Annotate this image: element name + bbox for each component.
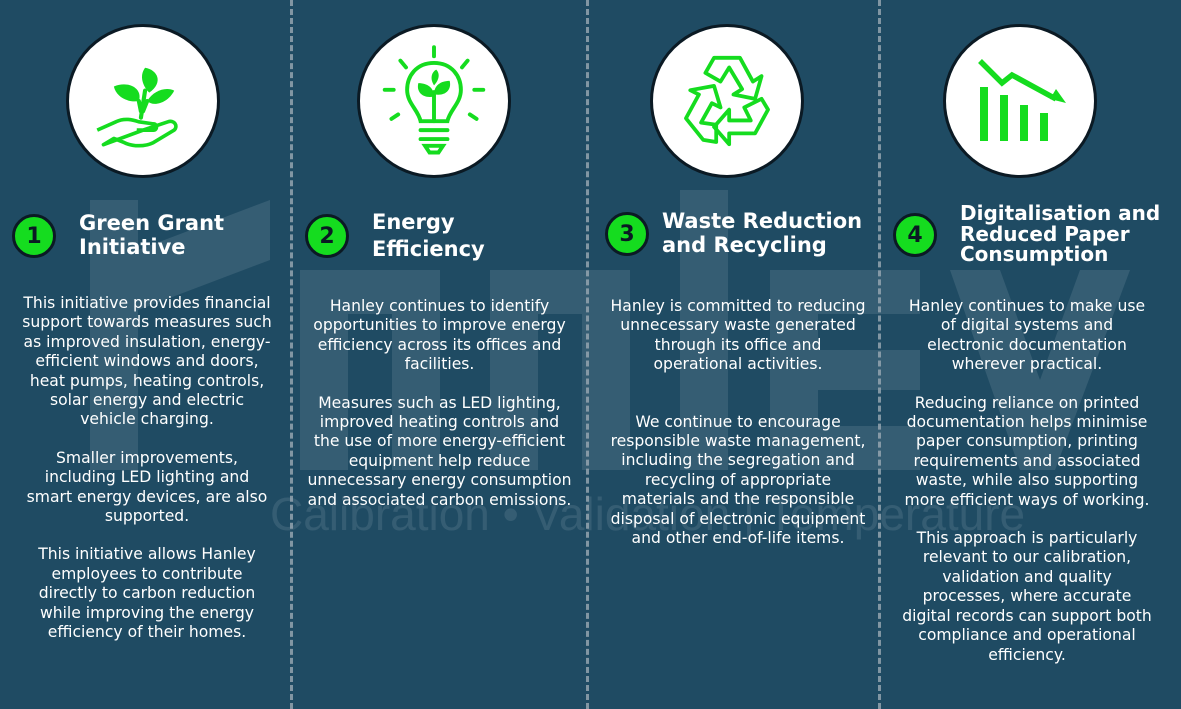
column-body: Hanley continues to identify opportuniti… bbox=[307, 297, 572, 510]
column-title: Green Grant Initiative bbox=[79, 211, 224, 259]
title-line: Energy bbox=[372, 210, 455, 234]
icon-circle bbox=[943, 24, 1097, 178]
step-number-badge: 1 bbox=[12, 214, 56, 258]
title-line: Consumption bbox=[960, 242, 1109, 266]
paragraph: Hanley continues to make use of digital … bbox=[908, 297, 1146, 374]
title-line: Efficiency bbox=[372, 237, 485, 261]
title-line: Reduced Paper bbox=[960, 221, 1130, 246]
title-line: Green Grant bbox=[79, 211, 225, 235]
plant-in-hand-icon bbox=[96, 67, 178, 148]
column-body: This initiative provides financial suppo… bbox=[22, 294, 272, 643]
title-line: and Recycling bbox=[662, 233, 827, 257]
paragraph: This initiative allows Hanley employees … bbox=[38, 545, 256, 642]
title-line: Initiative bbox=[79, 235, 186, 259]
step-number-badge: 4 bbox=[893, 213, 937, 257]
paragraph: This approach is particularly relevant t… bbox=[902, 529, 1152, 664]
paragraph: Reducing reliance on printed documentati… bbox=[904, 393, 1150, 509]
icon-circle bbox=[650, 24, 804, 178]
icon-circle bbox=[357, 24, 511, 178]
declining-chart-icon bbox=[978, 59, 1066, 141]
title-line: Digitalisation and bbox=[960, 201, 1161, 225]
paragraph: Smaller improvements, including LED ligh… bbox=[26, 448, 268, 526]
recycle-icon bbox=[684, 55, 770, 147]
column-divider bbox=[290, 0, 293, 709]
column-title: Energy Efficiency bbox=[372, 210, 485, 261]
column-waste-reduction: 3 Waste Reduction and Recycling Hanley i… bbox=[589, 0, 878, 709]
column-divider bbox=[878, 0, 881, 709]
column-title: Digitalisation and Reduced Paper Consump… bbox=[960, 203, 1160, 265]
paragraph: Hanley continues to identify opportuniti… bbox=[313, 297, 566, 374]
column-energy-efficiency: 2 Energy Efficiency Hanley continues to … bbox=[293, 0, 586, 709]
column-divider bbox=[586, 0, 589, 709]
column-digitalisation: 4 Digitalisation and Reduced Paper Consu… bbox=[881, 0, 1181, 709]
column-title: Waste Reduction and Recycling bbox=[662, 209, 862, 257]
eco-lightbulb-icon bbox=[382, 45, 486, 155]
column-body: Hanley is committed to reducing unnecess… bbox=[609, 297, 867, 548]
step-number-badge: 3 bbox=[605, 212, 649, 256]
column-green-grant: 1 Green Grant Initiative This initiative… bbox=[0, 0, 290, 709]
paragraph: We continue to encourage responsible was… bbox=[610, 412, 866, 548]
title-line: Waste Reduction bbox=[662, 209, 863, 233]
step-number-badge: 2 bbox=[305, 214, 349, 258]
paragraph: Hanley is committed to reducing unnecess… bbox=[610, 297, 866, 374]
icon-circle bbox=[66, 24, 220, 178]
column-body: Hanley continues to make use of digital … bbox=[901, 297, 1153, 665]
paragraph: Measures such as LED lighting, improved … bbox=[307, 393, 572, 509]
paragraph: This initiative provides financial suppo… bbox=[22, 294, 272, 429]
